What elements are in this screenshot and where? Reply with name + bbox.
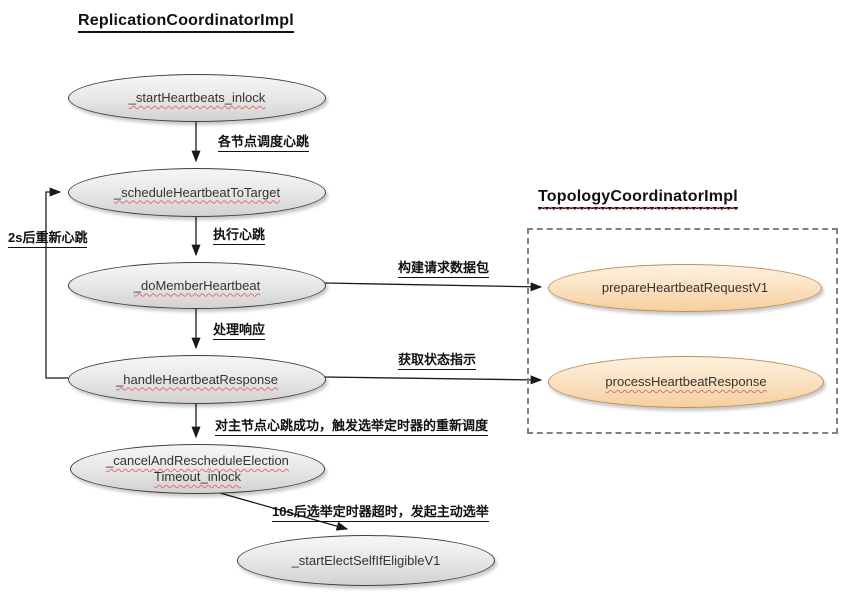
edge-label-get-status: 获取状态指示 (398, 349, 477, 370)
edge-retry-loop-arrow (45, 187, 68, 379)
node-label: _startHeartbeats_inlock (128, 90, 266, 105)
node-label: _startElectSelfIfEligibleV1 (291, 552, 441, 568)
node-label-line2: Timeout_inlock (154, 469, 241, 484)
node-process-heartbeat-response: processHeartbeatResponse (548, 356, 824, 408)
node-label-line1: _cancelAndRescheduleElection (106, 453, 289, 468)
edge-label-reschedule-election: 对主节点心跳成功，触发选举定时器的重新调度 (215, 415, 489, 436)
node-prepare-heartbeat-request: prepareHeartbeatRequestV1 (548, 264, 822, 312)
node-start-heartbeats: _startHeartbeats_inlock (68, 74, 326, 122)
node-label: _doMemberHeartbeat (133, 277, 261, 293)
node-label: _handleHeartbeatResponse (116, 371, 278, 387)
edge-label-build-request: 构建请求数据包 (398, 257, 490, 278)
edge-domember-to-prepare-arrow (323, 282, 543, 292)
node-label: prepareHeartbeatRequestV1 (601, 280, 769, 295)
edge-handle-to-process-arrow (323, 375, 543, 385)
topology-dashed-container (527, 228, 838, 434)
node-schedule-heartbeat-to-target: _scheduleHeartbeatToTarget (68, 168, 326, 217)
edge-label-schedule-heartbeat: 各节点调度心跳 (218, 131, 310, 152)
edge-label-execute-heartbeat: 执行心跳 (213, 224, 266, 245)
edge-label-retry-heartbeat: 2s后重新心跳 (8, 227, 88, 248)
node-do-member-heartbeat: _doMemberHeartbeat (68, 262, 326, 309)
replication-coordinator-title: ReplicationCoordinatorImpl (78, 12, 294, 33)
node-start-elect-self-if-eligible: _startElectSelfIfEligibleV1 (237, 535, 495, 586)
node-label: _scheduleHeartbeatToTarget (113, 184, 281, 200)
node-cancel-and-reschedule-election-timeout: _cancelAndRescheduleElection Timeout_inl… (70, 444, 325, 494)
edge-label-process-response: 处理响应 (213, 319, 266, 340)
node-handle-heartbeat-response: _handleHeartbeatResponse (68, 355, 326, 404)
edge-label-election-timeout: 10s后选举定时器超时，发起主动选举 (272, 501, 489, 522)
node-label: processHeartbeatResponse (605, 374, 767, 389)
topology-coordinator-title: TopologyCoordinatorImpl (538, 188, 738, 209)
